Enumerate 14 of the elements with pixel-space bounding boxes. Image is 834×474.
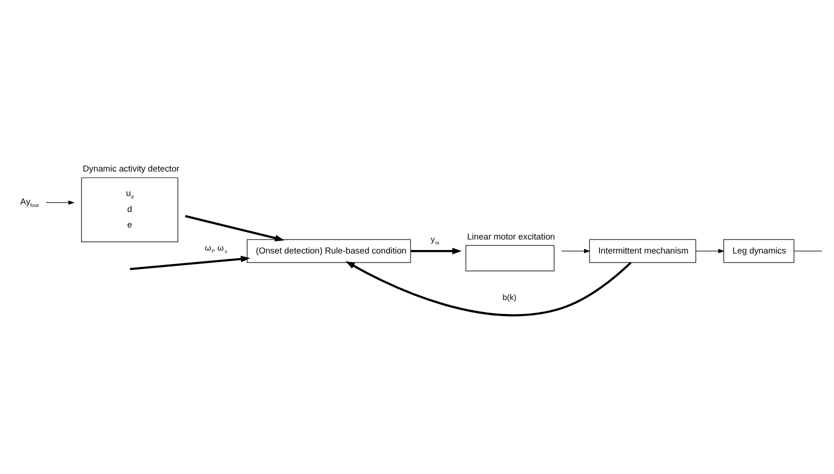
node-box	[466, 245, 554, 272]
node-box: Leg dynamics	[723, 239, 794, 263]
node-label: Linear motor excitation	[467, 231, 555, 242]
node-box: Intermittent mechanism	[589, 239, 696, 263]
arrow	[561, 248, 590, 254]
connector	[794, 250, 822, 252]
arrow	[184, 215, 284, 242]
arrow	[410, 248, 462, 254]
arrow	[46, 200, 75, 205]
arrow	[346, 261, 632, 316]
arrow	[130, 256, 250, 270]
node-box: (Onset detection) Rule-based condition	[246, 239, 411, 263]
node-label: Dynamic activity detector	[82, 164, 180, 174]
arrow	[696, 248, 725, 254]
